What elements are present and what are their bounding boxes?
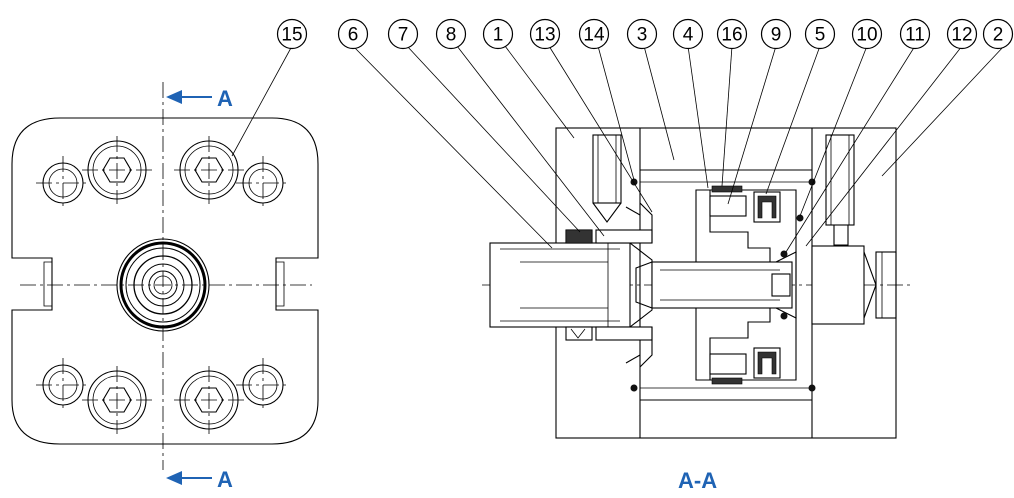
svg-text:6: 6 xyxy=(348,25,359,46)
svg-text:2: 2 xyxy=(993,25,1004,46)
hex-screw-bottom-left xyxy=(82,366,152,434)
section-view-label: A-A xyxy=(678,468,717,493)
balloon-5: 5 xyxy=(804,18,836,50)
balloon-10: 10 xyxy=(851,18,883,50)
front-view-outline xyxy=(11,117,319,445)
piston-rod xyxy=(489,242,653,328)
balloon-7: 7 xyxy=(387,18,419,50)
rod-shaft xyxy=(635,251,797,319)
section-arrow-bottom: A xyxy=(166,467,233,492)
balloon-3: 3 xyxy=(626,18,658,50)
svg-text:16: 16 xyxy=(721,25,742,46)
balloon-1: 1 xyxy=(482,18,514,50)
section-view: A-A xyxy=(482,127,912,493)
balloon-16: 16 xyxy=(716,18,748,50)
svg-text:1: 1 xyxy=(493,25,504,46)
balloon-11: 11 xyxy=(899,18,931,50)
svg-text:15: 15 xyxy=(281,25,302,46)
piston xyxy=(695,185,797,385)
svg-text:12: 12 xyxy=(951,25,972,46)
balloon-6: 6 xyxy=(337,18,369,50)
svg-text:8: 8 xyxy=(446,25,457,46)
balloon-4: 4 xyxy=(672,18,704,50)
svg-text:10: 10 xyxy=(856,25,877,46)
svg-text:11: 11 xyxy=(905,25,925,46)
o-ring xyxy=(796,214,804,222)
mount-hole-top-left xyxy=(36,156,90,210)
front-view: A A xyxy=(11,82,319,492)
o-ring xyxy=(780,250,788,258)
section-arrow-top: A xyxy=(166,86,233,111)
svg-text:4: 4 xyxy=(683,25,694,46)
balloon-13: 13 xyxy=(529,18,561,50)
mount-hole-bottom-left xyxy=(36,358,90,412)
svg-text:14: 14 xyxy=(583,25,605,46)
svg-text:3: 3 xyxy=(637,25,648,46)
o-ring xyxy=(780,312,788,320)
svg-text:5: 5 xyxy=(815,25,826,46)
piston-seal-top xyxy=(753,191,781,223)
balloon-8: 8 xyxy=(435,18,467,50)
leader-lines xyxy=(231,45,1005,253)
rod-end-front xyxy=(116,238,210,332)
port-top-left xyxy=(592,134,622,223)
balloon-14: 14 xyxy=(578,18,610,50)
svg-text:7: 7 xyxy=(398,25,409,46)
hex-screw-top-left xyxy=(82,136,152,204)
piston-seal-bottom xyxy=(753,347,781,379)
mount-hole-top-right xyxy=(236,156,290,210)
hex-screw-bottom-right xyxy=(174,366,244,434)
section-marker-top: A xyxy=(217,86,233,111)
balloon-2: 2 xyxy=(982,18,1014,50)
svg-text:13: 13 xyxy=(534,25,555,46)
balloon-12: 12 xyxy=(946,18,978,50)
balloon-15: 15 xyxy=(276,18,308,50)
balloon-9: 9 xyxy=(760,18,792,50)
o-ring xyxy=(808,384,816,392)
section-marker-bottom: A xyxy=(217,467,233,492)
mount-hole-bottom-right xyxy=(236,358,290,412)
o-ring xyxy=(630,384,638,392)
hex-screw-top-right xyxy=(174,136,244,204)
svg-text:9: 9 xyxy=(771,25,782,46)
